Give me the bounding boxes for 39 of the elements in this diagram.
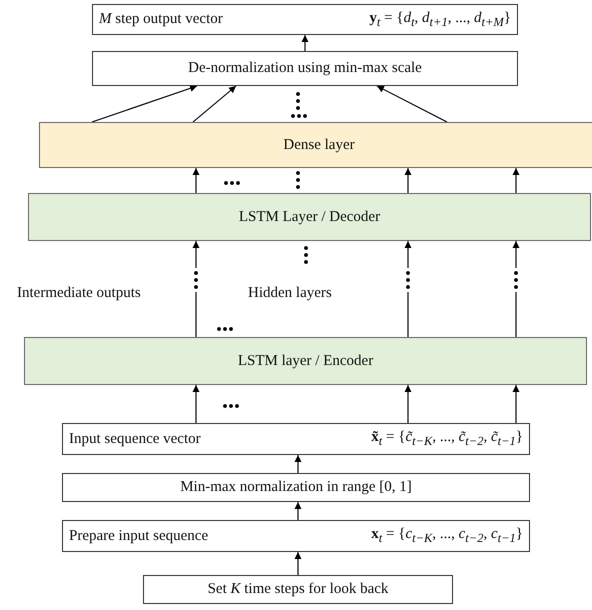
process-box [62, 473, 530, 502]
box-label: Set K time steps for look back [208, 581, 388, 598]
arrow [294, 455, 302, 473]
output-box [92, 4, 518, 35]
box-label: M step output vector [99, 11, 223, 28]
arrow [92, 84, 198, 123]
arrow [192, 168, 200, 193]
arrow [512, 241, 520, 337]
arrow [404, 168, 412, 193]
annotation-label: Intermediate outputs [17, 285, 141, 302]
process-box [92, 51, 518, 86]
box-label: De-normalization using min-max scale [188, 60, 422, 77]
input-box [62, 423, 530, 455]
formula: y$_{t}$ = {d$_{t}$, d$_{t+1}$, ..., d$_{t+M}$} [369, 10, 511, 30]
process-box [143, 575, 453, 604]
arrow [192, 86, 236, 122]
arrow [294, 552, 302, 575]
box-label: Input sequence vector [69, 430, 201, 448]
annotation-label: Hidden layers [248, 285, 332, 302]
layer-box [24, 337, 587, 385]
box-label: Prepare input sequence [69, 528, 208, 544]
formula: x̃$_{t}$ = {c̃$_{t−K}$, ..., c̃$_{t−2}$, c̃$_{t−1}$} [371, 429, 523, 449]
box-label: Min-max normalization in range [0, 1] [180, 479, 412, 496]
arrow [376, 86, 448, 122]
formula: x$_{t}$ = {c$_{t−K}$, ..., c$_{t−2}$, c$_{t−1}$} [371, 526, 523, 546]
arrow [404, 385, 412, 423]
arrow [404, 241, 412, 337]
layer-box [39, 122, 592, 168]
box-label: LSTM Layer / Decoder [238, 208, 380, 226]
layer-box [28, 193, 591, 241]
arrow [294, 502, 302, 520]
arrow [192, 241, 200, 337]
arrow [512, 385, 520, 423]
box-label: LSTM layer / Encoder [238, 352, 374, 370]
arrow [512, 168, 520, 193]
arrow [192, 385, 200, 423]
arrow [302, 35, 308, 51]
box-label: Dense layer [283, 136, 355, 154]
input-box [62, 520, 530, 552]
